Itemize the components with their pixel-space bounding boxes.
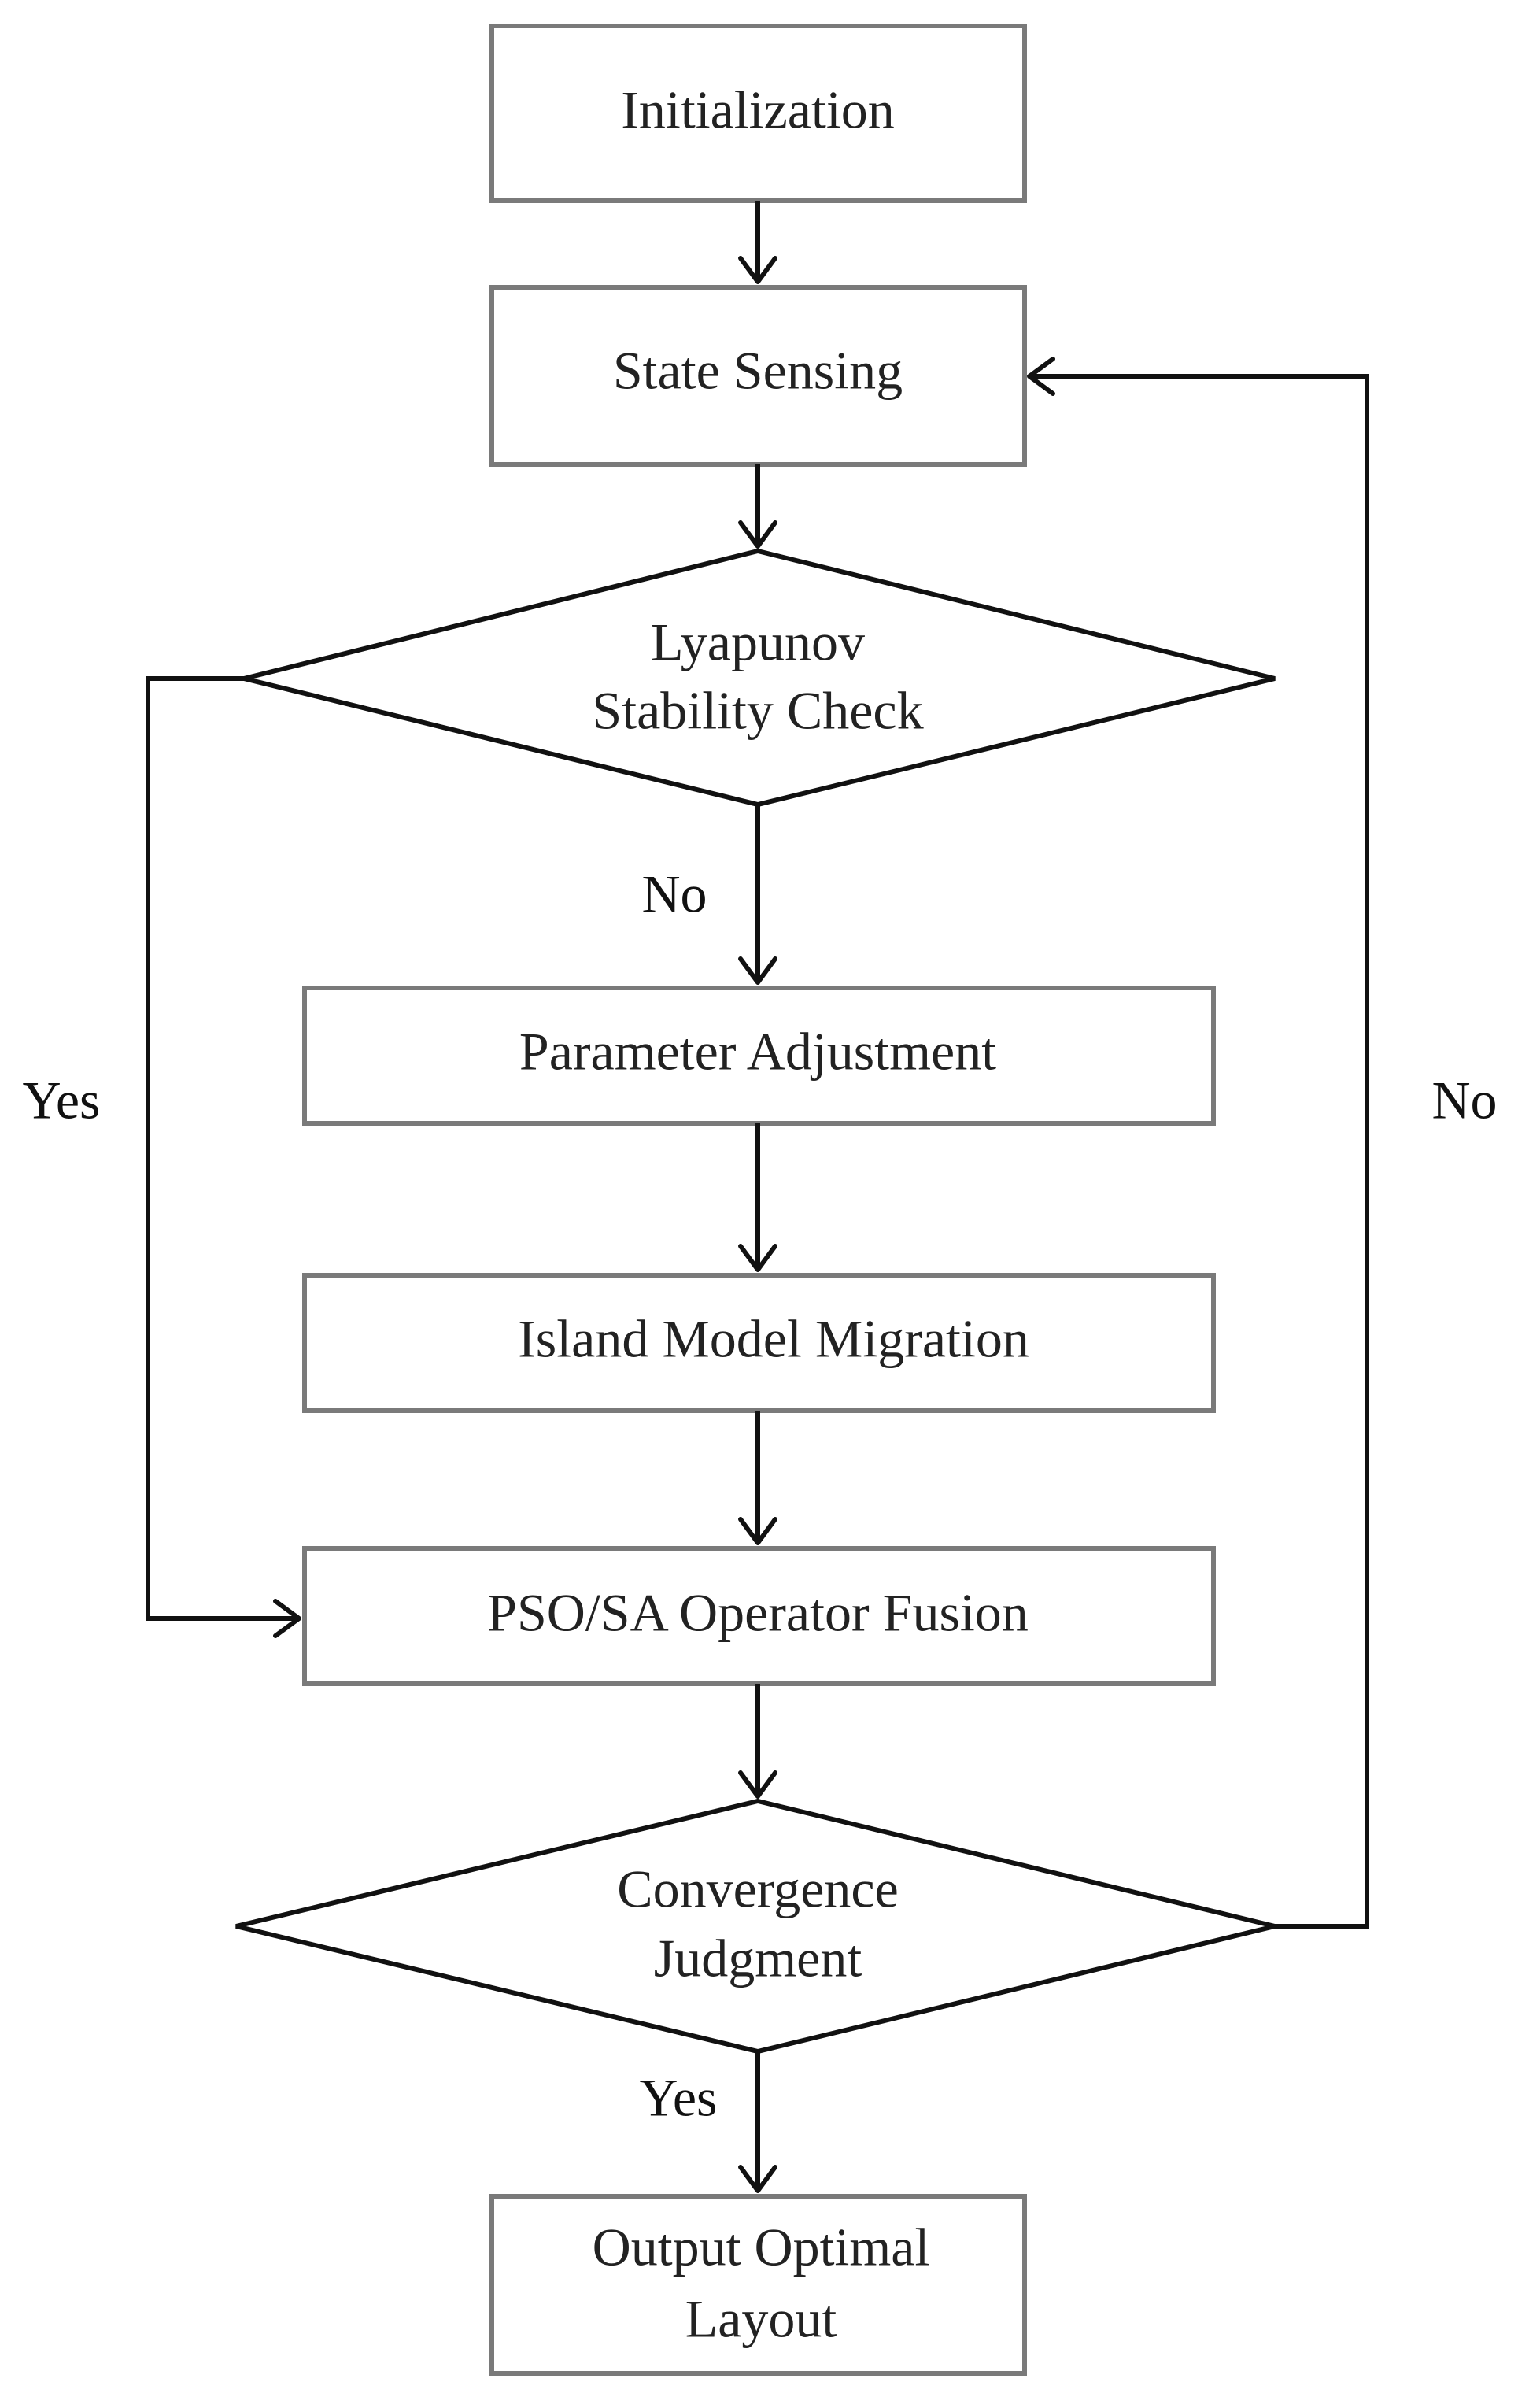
parameter-adjustment-label: Parameter Adjustment: [519, 1022, 996, 1082]
connector-sensing-to-lyapunov: [738, 464, 777, 549]
island-migration-node: Island Model Migration: [302, 1273, 1216, 1413]
pso-sa-fusion-node: PSO/SA Operator Fusion: [302, 1546, 1216, 1686]
state-sensing-label: State Sensing: [613, 341, 903, 401]
convergence-label-line-2: Judgment: [654, 1929, 862, 1988]
initialization-label: Initialization: [621, 80, 894, 140]
arrowhead: [738, 256, 777, 284]
convergence-yes-label: Yes: [640, 2068, 718, 2128]
arrowhead: [1027, 357, 1055, 396]
output-label-line-2: Layout: [685, 2289, 837, 2349]
island-migration-label: Island Model Migration: [518, 1309, 1029, 1369]
connector-island-to-fusion: [738, 1411, 777, 1545]
connector-lyapunov-yes-to-fusion: [146, 676, 301, 1638]
convergence-label-line-1: Convergence: [617, 1859, 899, 1919]
lyapunov-decision: Lyapunov Stability Check: [243, 548, 1276, 808]
connector-fusion-to-convergence: [738, 1684, 777, 1799]
arrowhead: [273, 1599, 301, 1638]
state-sensing-node: State Sensing: [489, 285, 1027, 467]
arrowhead: [738, 1770, 777, 1799]
arrowhead: [738, 1517, 777, 1545]
connector-convergence-no-to-sensing: [1027, 357, 1369, 1929]
lyapunov-label-line-2: Stability Check: [592, 681, 923, 741]
convergence-no-label: No: [1431, 1071, 1497, 1130]
lyapunov-yes-label: Yes: [23, 1071, 101, 1130]
convergence-decision: Convergence Judgment: [235, 1798, 1276, 2055]
initialization-node: Initialization: [489, 24, 1027, 203]
lyapunov-no-label: No: [641, 864, 707, 924]
output-node: Output Optimal Layout: [489, 2194, 1027, 2376]
connector-init-to-sensing: [738, 201, 777, 284]
pso-sa-fusion-label: PSO/SA Operator Fusion: [487, 1583, 1029, 1643]
output-label-line-1: Output Optimal: [593, 2218, 930, 2277]
arrowhead: [738, 956, 777, 985]
arrowhead: [738, 2165, 777, 2193]
parameter-adjustment-node: Parameter Adjustment: [302, 986, 1216, 1126]
connector-convergence-yes-to-output: [738, 2051, 777, 2193]
lyapunov-label-line-1: Lyapunov: [651, 612, 865, 672]
arrowhead: [738, 520, 777, 549]
connector-parameter-to-island: [738, 1123, 777, 1272]
arrowhead: [738, 1244, 777, 1272]
connector-lyapunov-no-to-parameter: [738, 805, 777, 985]
